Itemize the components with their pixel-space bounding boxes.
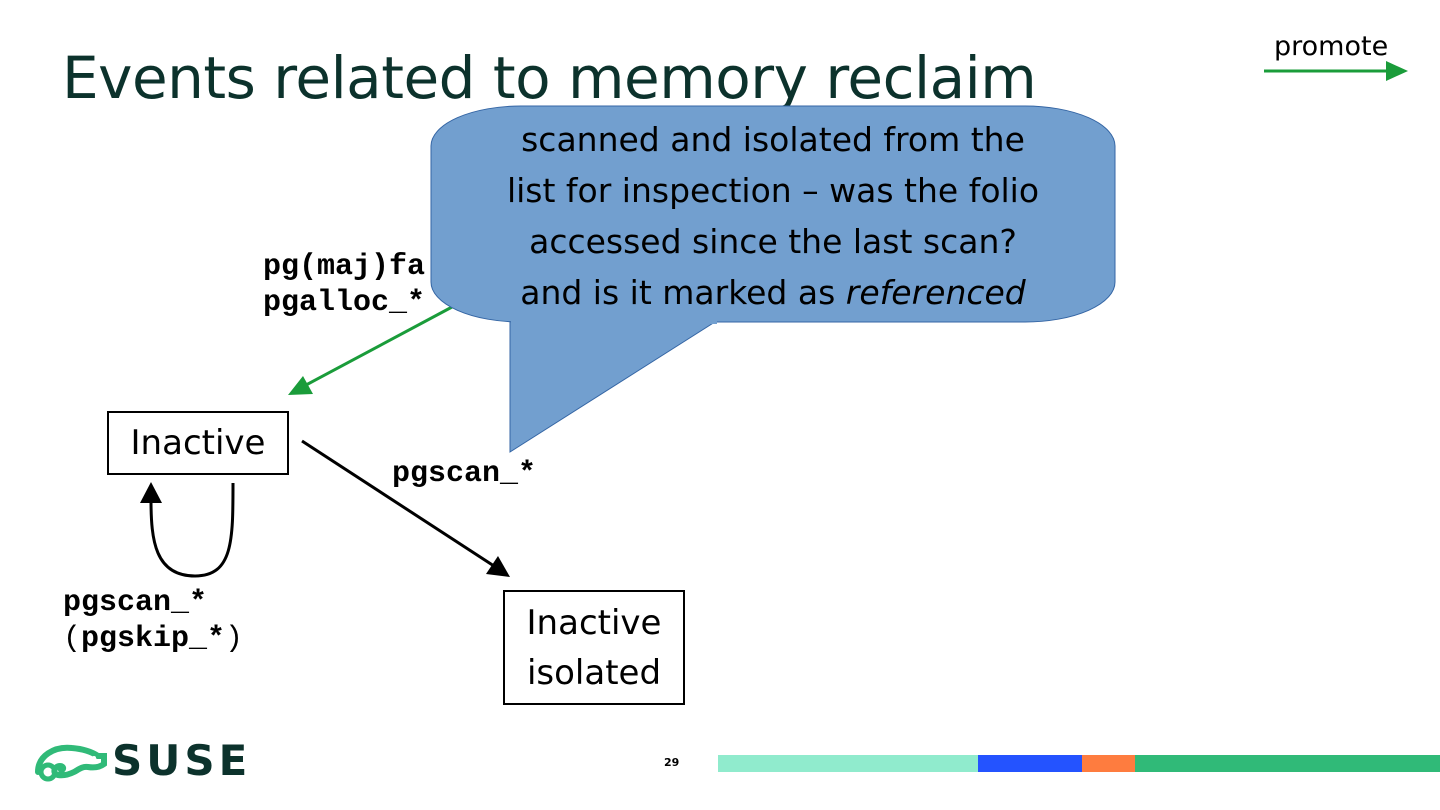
label-loop-close-paren: ) [225,622,244,656]
label-scan: pgscan_* [392,457,537,491]
inactive-to-isolated-arrow [301,439,510,577]
footer-bar-mint [718,755,978,772]
footer-bar-blue [978,755,1082,772]
callout-line4-plain: and is it marked as [520,273,846,312]
chameleon-icon [35,744,107,782]
footer-bar-green [1135,755,1440,772]
legend-promote-label: promote [1274,31,1389,62]
page-number: 29 [664,756,680,769]
label-fault-line2: pgalloc_* [263,286,426,320]
label-fault-line1: pg(maj)fa [263,250,426,284]
label-loop-line1: pgscan_* [63,586,208,620]
node-isolated-line2: isolated [526,652,662,693]
callout-line4: and is it marked as referenced [440,267,1106,318]
label-loop-open-paren: ( [63,622,82,656]
callout-line2: list for inspection – was the folio [506,171,1040,210]
footer-bar-orange [1082,755,1135,772]
slide-title: Events related to memory reclaim [62,44,1037,112]
callout-line4-italic: referenced [845,273,1026,312]
inactive-loop-arrow [140,482,235,578]
label-loop-line2: (pgskip_*) [63,621,243,657]
node-inactive-isolated: Inactive isolated [503,590,685,705]
label-loop: pgscan_* (pgskip_*) [63,585,243,657]
callout-line1: scanned and isolated from the [521,120,1025,159]
suse-logo-text: SUSE [112,736,252,785]
label-fault: pg(maj)fa pgalloc_* [263,249,425,321]
callout-text: scanned and isolated from the list for i… [440,114,1106,318]
legend-promote-arrow [1264,61,1408,81]
callout-line3: accessed since the last scan? [529,222,1017,261]
node-isolated-line1: Inactive [526,602,662,643]
alloc-to-inactive-arrow [288,305,453,395]
label-loop-skip: pgskip_* [81,622,226,656]
callout-balloon [430,105,1116,453]
node-inactive-label: Inactive [130,423,266,463]
node-inactive: Inactive [107,411,289,475]
